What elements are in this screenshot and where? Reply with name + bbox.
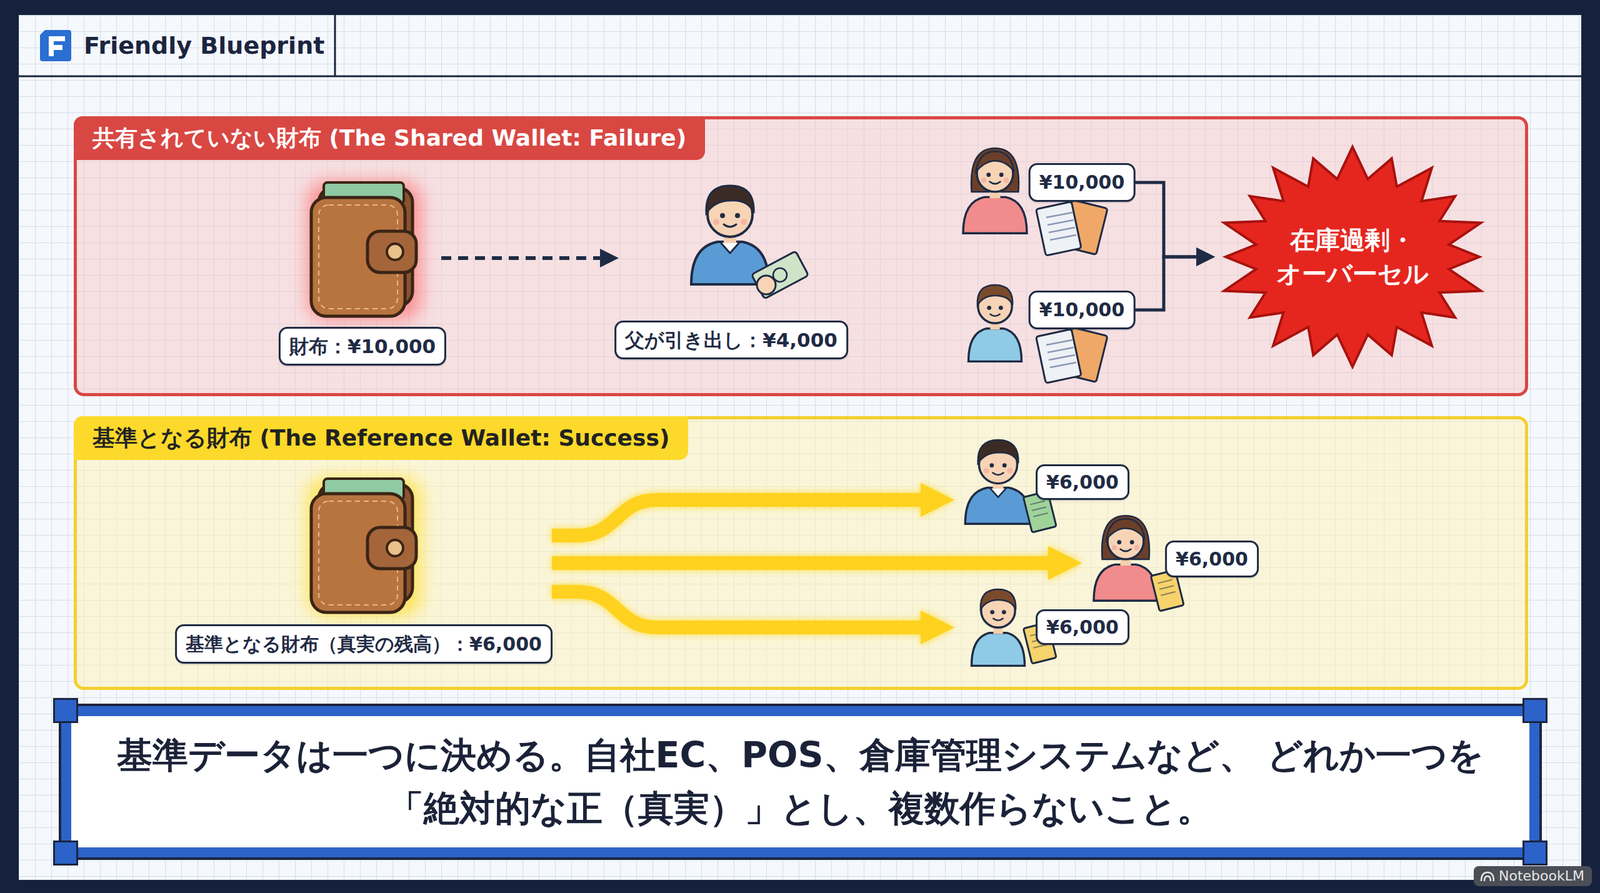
panel-heading: 基準となる財布 (The Reference Wallet: Success) bbox=[73, 416, 689, 460]
brand-logo bbox=[40, 30, 72, 62]
amount-callout: 財布：¥10,000 bbox=[278, 326, 447, 366]
amount-callout: ¥6,000 bbox=[1165, 540, 1259, 578]
success-panel: 基準となる財布 (The Reference Wallet: Success) 基… bbox=[73, 416, 1529, 690]
amount-callout: 父が引き出し：¥4,000 bbox=[614, 320, 849, 360]
header-rule bbox=[18, 15, 1582, 77]
inventory-callout: ¥10,000 bbox=[962, 278, 1132, 363]
header-rule bbox=[334, 15, 337, 77]
amount-callout: ¥10,000 bbox=[1028, 290, 1136, 330]
panel-heading: 共有されていない財布 (The Shared Wallet: Failure) bbox=[73, 116, 705, 160]
frame-corner bbox=[55, 842, 77, 864]
watermark: NotebookLM bbox=[1473, 866, 1592, 887]
brand-name: Friendly Blueprint bbox=[83, 31, 325, 60]
reference-balance: 基準となる財布（真実の残高）：¥6,000 bbox=[175, 481, 552, 664]
watermark-icon bbox=[1480, 870, 1495, 883]
share-callout: ¥6,000 bbox=[1081, 528, 1257, 597]
frame-corner bbox=[1524, 842, 1546, 864]
wallet-balance: 財布：¥10,000 bbox=[283, 181, 442, 369]
amount-callout: ¥6,000 bbox=[1035, 464, 1130, 500]
share-callout: ¥6,000 bbox=[954, 596, 1130, 666]
amount-callout: ¥10,000 bbox=[1028, 163, 1136, 202]
brand-logo bbox=[40, 30, 72, 62]
caption-text: 基準データは一つに決める。自社EC、POS、倉庫管理システムなど、 どれか一つを… bbox=[113, 728, 1489, 836]
overstock-burst: 在庫過剰・ オーバーセル bbox=[1215, 144, 1490, 370]
burst-shape bbox=[1215, 144, 1490, 370]
withdrawal-callout: 父が引き出し：¥4,000 bbox=[618, 181, 844, 363]
share-callout: ¥6,000 bbox=[954, 450, 1130, 519]
frame-corner bbox=[55, 700, 77, 722]
frame-corner bbox=[1524, 700, 1546, 722]
burst-label: 在庫過剰・ オーバーセル bbox=[1261, 223, 1444, 291]
amount-callout: ¥6,000 bbox=[1035, 609, 1130, 645]
brand-logo bbox=[48, 36, 65, 57]
header-rule bbox=[18, 75, 1582, 78]
failure-panel: 共有されていない財布 (The Shared Wallet: Failure) 財… bbox=[73, 116, 1529, 397]
caption-box: 基準データは一つに決める。自社EC、POS、倉庫管理システムなど、 どれか一つを… bbox=[61, 706, 1540, 858]
inventory-callout: ¥10,000 bbox=[962, 150, 1132, 235]
burst-outline bbox=[1224, 146, 1482, 367]
amount-callout: 基準となる財布（真実の残高）：¥6,000 bbox=[175, 624, 553, 664]
